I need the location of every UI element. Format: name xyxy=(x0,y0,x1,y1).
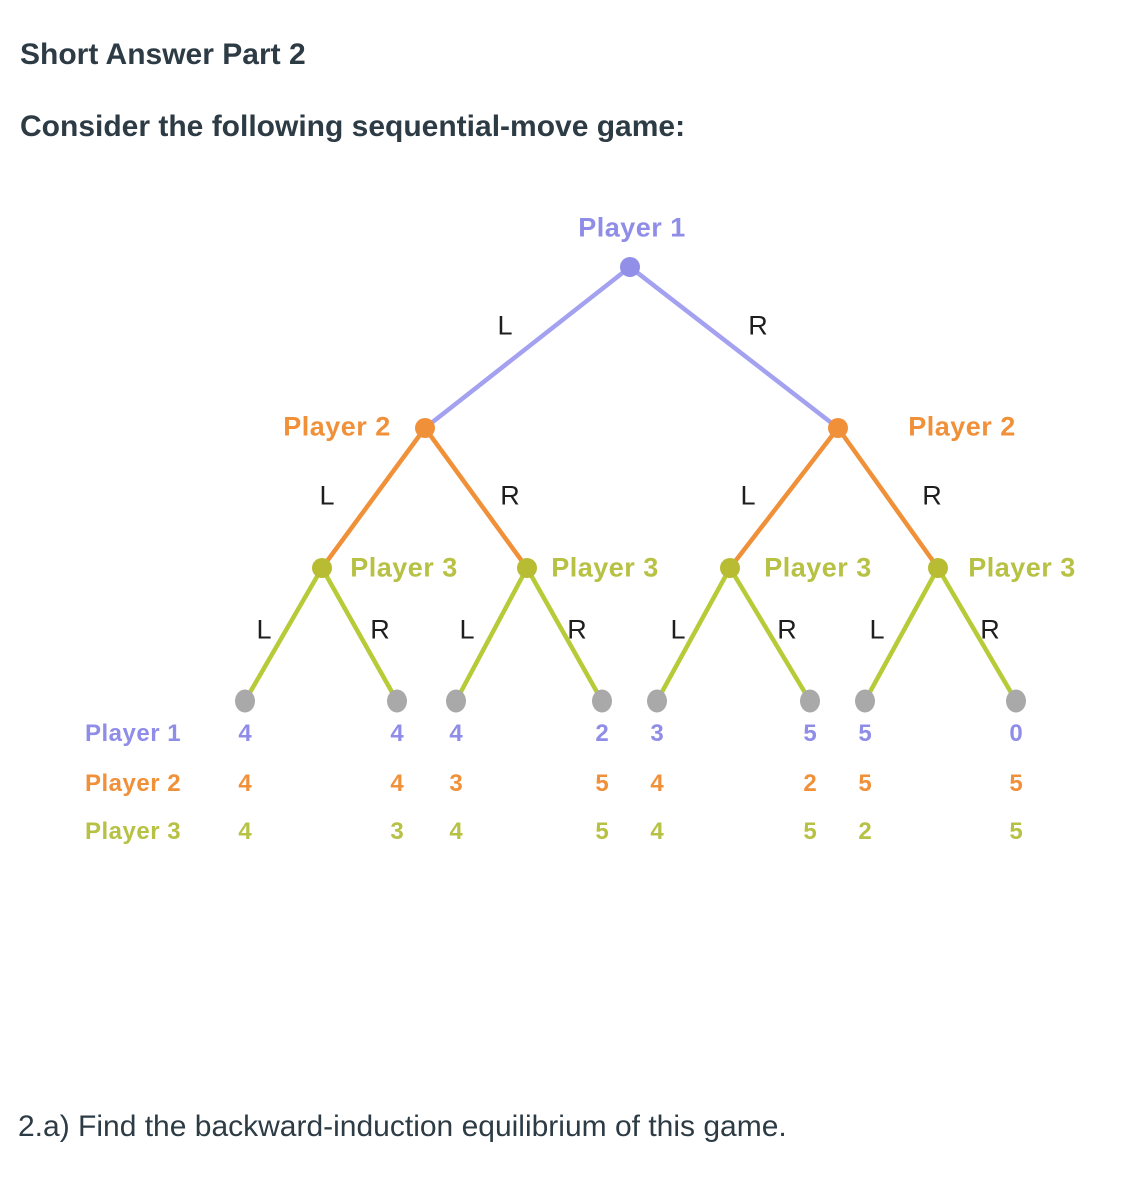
tree-edge-P3A-L xyxy=(242,565,325,704)
payoff-row-label-2: Player 2 xyxy=(85,770,182,797)
node-label-P2L: Player 2 xyxy=(283,411,391,442)
terminal-node-T1 xyxy=(235,689,255,713)
decision-node-P3B xyxy=(517,558,537,578)
tree-edge-P1-L xyxy=(422,264,633,431)
payoff-value-T1-p3: 4 xyxy=(238,818,252,845)
payoff-value-T7-p3: 2 xyxy=(858,818,872,845)
edge-label-P2R-L: L xyxy=(740,480,756,511)
tree-edge-P2R-L xyxy=(727,425,841,571)
terminal-node-T2 xyxy=(387,689,407,713)
payoff-row-label-3: Player 3 xyxy=(85,818,182,845)
payoff-value-T8-p1: 0 xyxy=(1009,720,1023,747)
payoff-value-T6-p3: 5 xyxy=(803,818,817,845)
payoff-value-T4-p2: 5 xyxy=(595,770,609,797)
tree-edge-P3D-R xyxy=(935,565,1019,704)
tree-edge-P3C-R xyxy=(727,565,813,704)
terminal-node-T7 xyxy=(855,689,875,713)
tree-edge-P3D-L xyxy=(862,565,941,704)
edge-label-P3D-L: L xyxy=(869,614,885,645)
tree-edge-P3B-L xyxy=(453,565,530,704)
terminal-node-T4 xyxy=(592,689,612,713)
terminal-node-T6 xyxy=(800,689,820,713)
payoff-value-T6-p2: 2 xyxy=(803,770,817,797)
payoff-value-T8-p2: 5 xyxy=(1009,770,1023,797)
payoff-value-T2-p2: 4 xyxy=(390,770,404,797)
section-heading: Short Answer Part 2 xyxy=(20,38,306,71)
node-label-P3D: Player 3 xyxy=(968,552,1076,583)
edge-label-P1-L: L xyxy=(497,310,513,341)
edge-label-P2R-R: R xyxy=(922,480,942,511)
tree-edge-P2L-L xyxy=(319,425,428,571)
node-label-P3C: Player 3 xyxy=(764,552,872,583)
tree-edge-P1-R xyxy=(627,264,841,431)
edge-label-P3A-L: L xyxy=(256,614,272,645)
payoff-value-T3-p1: 4 xyxy=(449,720,463,747)
node-label-P3B: Player 3 xyxy=(551,552,659,583)
edge-label-P3D-R: R xyxy=(980,614,1000,645)
decision-node-P2R xyxy=(828,418,848,438)
edge-label-P3C-L: L xyxy=(670,614,686,645)
payoff-value-T7-p2: 5 xyxy=(858,770,872,797)
payoff-value-T8-p3: 5 xyxy=(1009,818,1023,845)
payoff-value-T4-p1: 2 xyxy=(595,720,609,747)
edge-label-P3C-R: R xyxy=(777,614,797,645)
payoff-value-T3-p3: 4 xyxy=(449,818,463,845)
payoff-value-T2-p1: 4 xyxy=(390,720,404,747)
payoff-value-T7-p1: 5 xyxy=(858,720,872,747)
payoff-value-T1-p1: 4 xyxy=(238,720,252,747)
node-label-P2R: Player 2 xyxy=(908,411,1016,442)
edge-label-P3B-L: L xyxy=(459,614,475,645)
terminal-node-T8 xyxy=(1006,689,1026,713)
decision-node-P3C xyxy=(720,558,740,578)
node-label-P1: Player 1 xyxy=(578,212,686,243)
edge-label-P3B-R: R xyxy=(567,614,587,645)
tree-edge-P3B-R xyxy=(524,565,605,704)
decision-node-P1 xyxy=(620,257,640,277)
tree-edge-P2L-R xyxy=(422,425,530,571)
decision-node-P3D xyxy=(928,558,948,578)
payoff-value-T1-p2: 4 xyxy=(238,770,252,797)
payoff-value-T5-p1: 3 xyxy=(650,720,664,747)
tree-edge-P3C-L xyxy=(654,565,733,704)
question-text: 2.a) Find the backward-induction equilib… xyxy=(18,1110,787,1143)
payoff-value-T2-p3: 3 xyxy=(390,818,404,845)
payoff-value-T6-p1: 5 xyxy=(803,720,817,747)
payoff-value-T3-p2: 3 xyxy=(449,770,463,797)
decision-node-P3A xyxy=(312,558,332,578)
terminal-node-T3 xyxy=(446,689,466,713)
payoff-row-label-1: Player 1 xyxy=(85,720,182,747)
edge-label-P2L-L: L xyxy=(319,480,335,511)
edge-label-P3A-R: R xyxy=(370,614,390,645)
payoff-value-T4-p3: 5 xyxy=(595,818,609,845)
payoff-value-T5-p2: 4 xyxy=(650,770,664,797)
node-label-P3A: Player 3 xyxy=(350,552,458,583)
decision-node-P2L xyxy=(415,418,435,438)
tree-edge-P3A-R xyxy=(319,565,400,704)
intro-text: Consider the following sequential-move g… xyxy=(20,110,686,143)
edge-label-P2L-R: R xyxy=(500,480,520,511)
payoff-value-T5-p3: 4 xyxy=(650,818,664,845)
edge-label-P1-R: R xyxy=(748,310,768,341)
terminal-node-T5 xyxy=(647,689,667,713)
tree-edge-P2R-R xyxy=(835,425,941,571)
